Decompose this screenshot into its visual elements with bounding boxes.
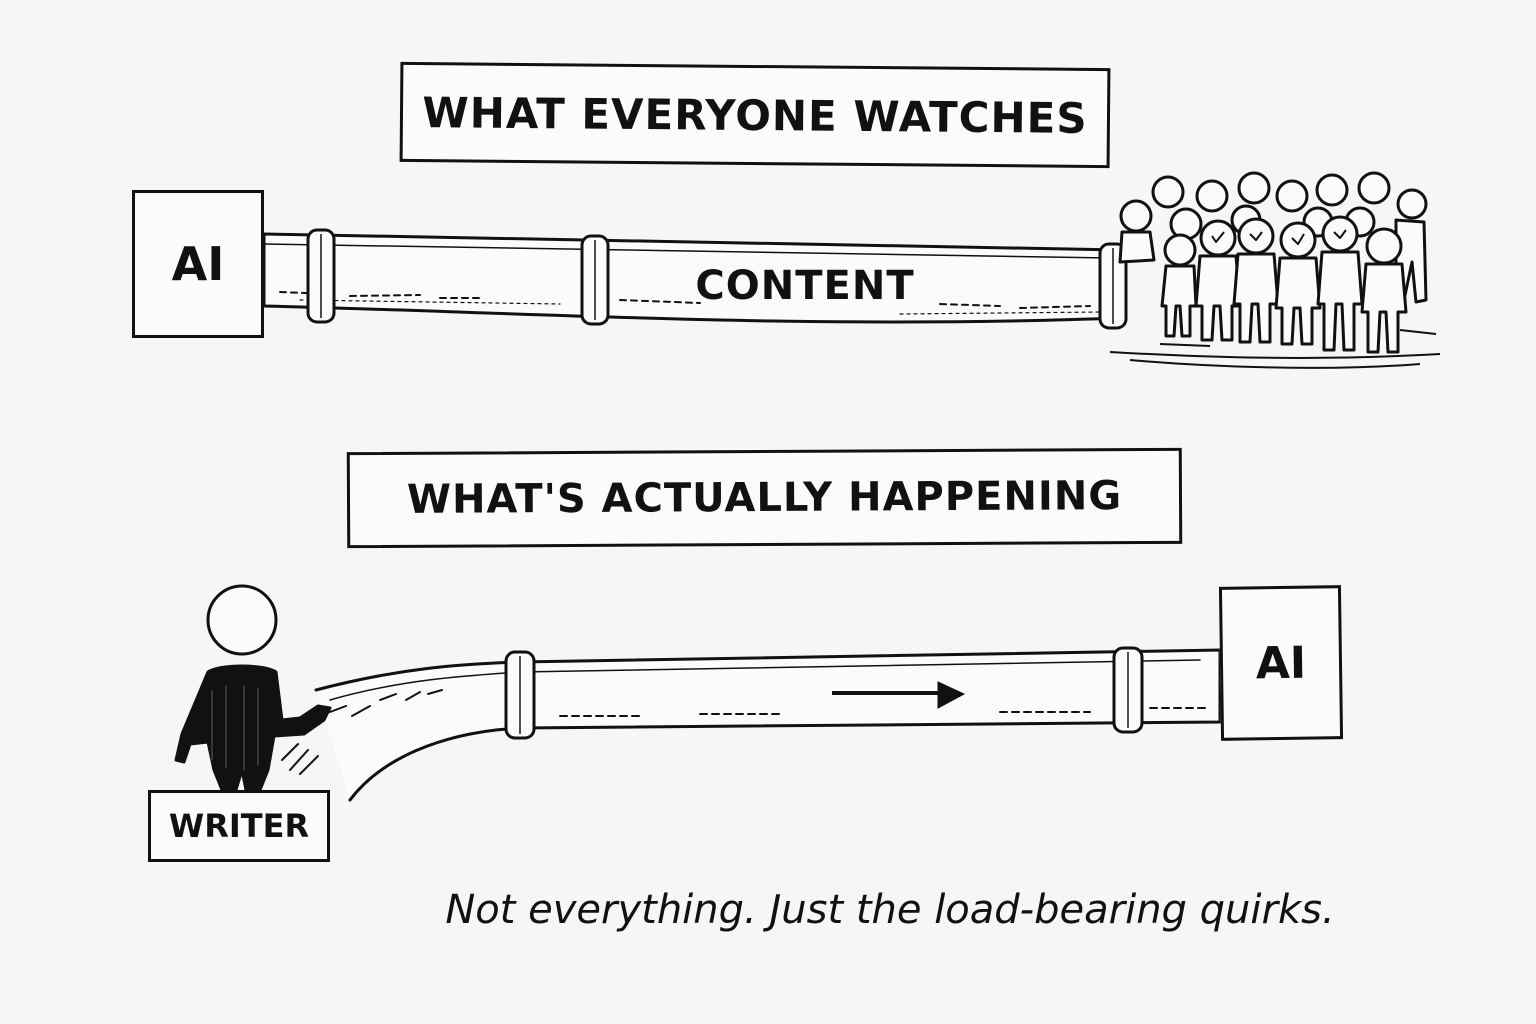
ai-target-box: AI (1219, 585, 1343, 741)
crowd-of-people (1110, 173, 1440, 368)
writer-figure (176, 586, 330, 790)
bottom-pipe-coupling-1 (506, 652, 534, 738)
writer-label: WRITER (148, 790, 330, 862)
caption: Not everything. Just the load-bearing qu… (360, 875, 1420, 945)
title-what-everyone-watches: WHAT EVERYONE WATCHES (400, 62, 1111, 168)
ai-source-box: AI (132, 190, 264, 338)
top-pipe-coupling-2 (582, 236, 608, 324)
bottom-pipe (282, 650, 1220, 800)
title-whats-actually-happening: WHAT'S ACTUALLY HAPPENING (347, 448, 1182, 548)
pipe-content-label: CONTENT (660, 258, 950, 314)
top-pipe-coupling-1 (308, 230, 334, 322)
bottom-pipe-coupling-2 (1114, 648, 1142, 732)
